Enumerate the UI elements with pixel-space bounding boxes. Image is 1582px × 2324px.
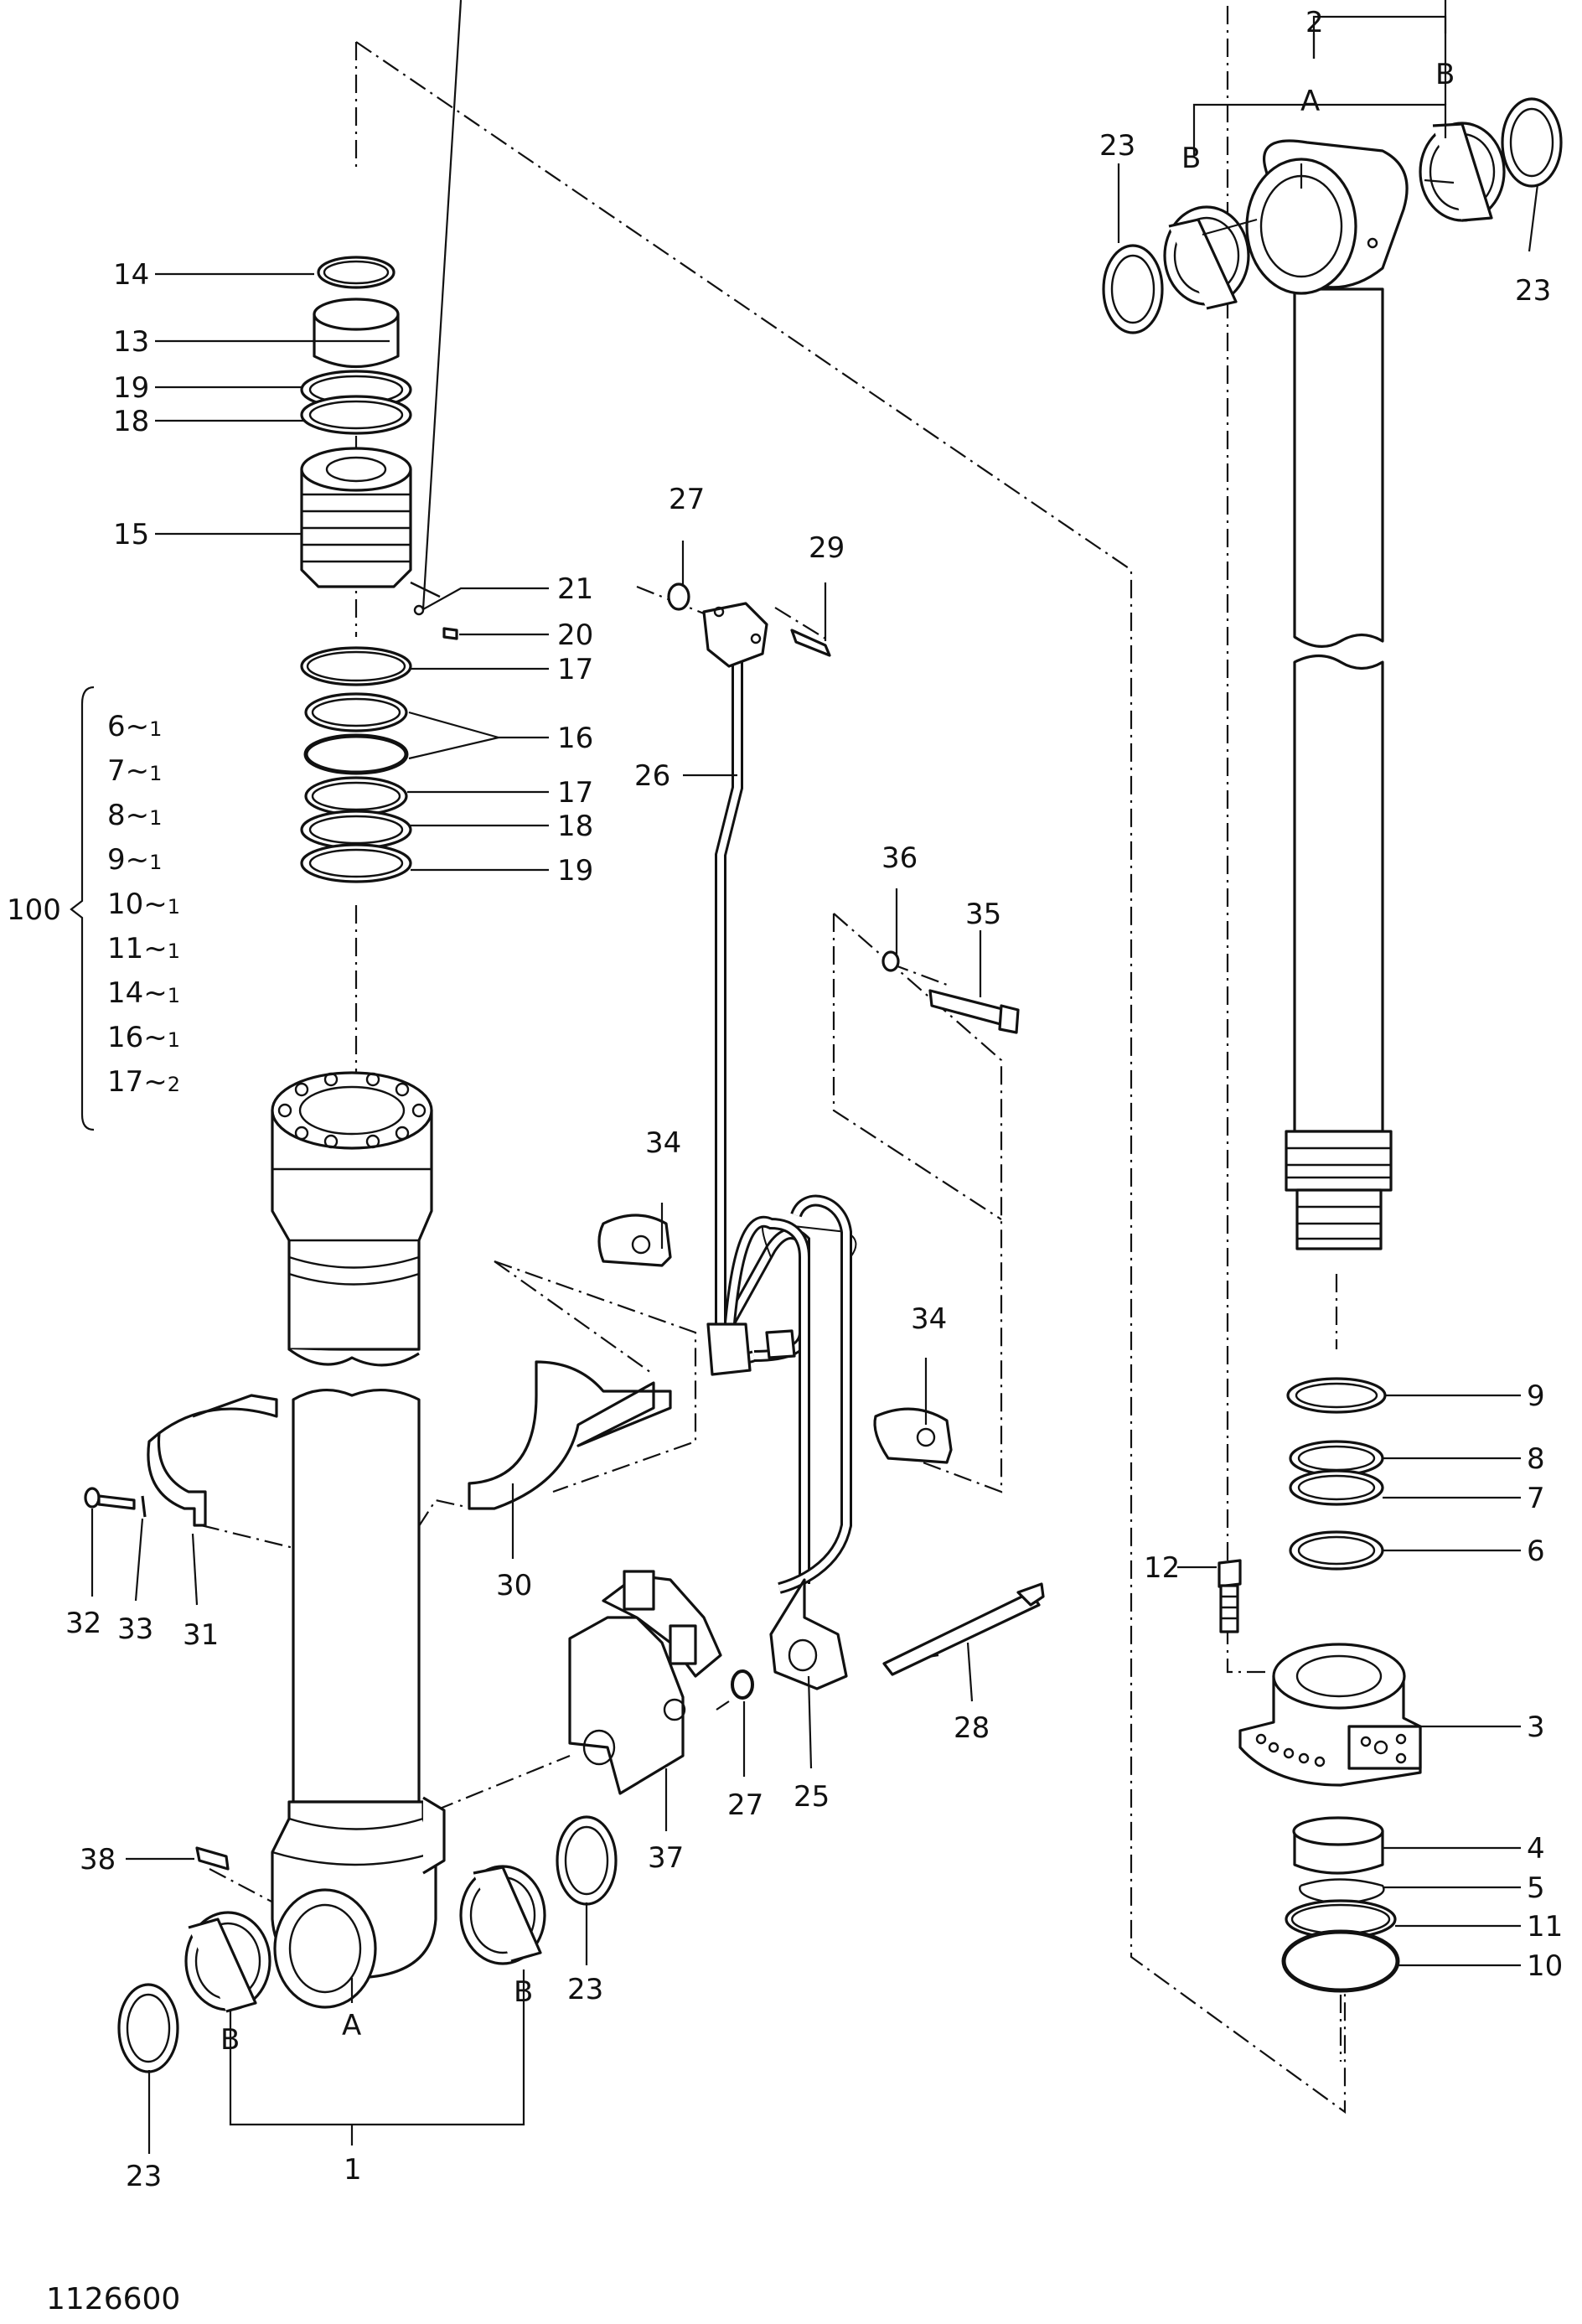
kit-item-16: 16~1 <box>107 1021 180 1054</box>
callout-23-bottom-left: 23 <box>126 2160 162 2193</box>
kit-bracket <box>70 686 95 1131</box>
kit-number: 100 <box>7 893 61 927</box>
callout-28: 28 <box>954 1711 990 1745</box>
kit-item-17: 17~2 <box>107 1065 180 1099</box>
callout-13: 13 <box>113 325 149 359</box>
kit-item-10: 10~1 <box>107 888 180 921</box>
seal-rings-23-top <box>1102 97 1563 334</box>
callout-35: 35 <box>965 898 1001 931</box>
callout-b-bottom-left: B <box>220 2023 240 2057</box>
drawing-number: 1126600 <box>46 2282 180 2316</box>
kit-item-8: 8~1 <box>107 799 162 832</box>
callout-36: 36 <box>881 841 918 875</box>
callout-34-left: 34 <box>645 1126 681 1160</box>
callout-1: 1 <box>344 2153 362 2187</box>
callout-18-bottom: 18 <box>557 810 593 843</box>
callout-12: 12 <box>1144 1551 1180 1585</box>
relief-valve-block <box>195 1570 722 1871</box>
bolt-holes <box>277 1072 427 1149</box>
callout-33: 33 <box>117 1612 153 1646</box>
callout-31: 31 <box>183 1618 219 1652</box>
callout-27-top: 27 <box>669 483 705 516</box>
callout-20: 20 <box>557 619 593 652</box>
callout-2: 2 <box>1305 6 1324 39</box>
callout-b-bottom-right: B <box>514 1975 533 2009</box>
piston-stack <box>1218 1377 1422 1993</box>
callout-32: 32 <box>65 1607 101 1640</box>
kit-item-11: 11~1 <box>107 932 180 965</box>
callout-21: 21 <box>557 572 593 606</box>
callout-3: 3 <box>1527 1711 1545 1744</box>
kit-item-14: 14~1 <box>107 976 180 1010</box>
kit-item-6: 6~1 <box>107 710 162 743</box>
callout-29: 29 <box>809 531 845 565</box>
piston-rod <box>1163 122 1506 1250</box>
callout-15: 15 <box>113 518 149 551</box>
callout-10: 10 <box>1527 1949 1563 1983</box>
cylinder-tube <box>271 1071 446 2009</box>
leader-lines <box>90 0 1539 2154</box>
callout-17-a: 17 <box>557 653 593 686</box>
callout-b-top-right: B <box>1435 58 1455 91</box>
callout-18-top: 18 <box>113 405 149 438</box>
kit-item-9: 9~1 <box>107 843 162 877</box>
callout-34-right: 34 <box>911 1302 947 1336</box>
callout-25: 25 <box>794 1780 830 1814</box>
callout-labels: 14 13 19 18 15 21 20 17 16 17 18 19 27 2… <box>65 6 1563 2193</box>
piping-assembly <box>667 582 1045 1700</box>
callout-a-bottom: A <box>342 2009 361 2042</box>
callout-14: 14 <box>113 258 149 292</box>
seal-rings-23-bottom <box>117 1815 618 2073</box>
callout-4: 4 <box>1527 1832 1545 1866</box>
head-seal-stack <box>300 256 458 883</box>
callout-17-b: 17 <box>557 776 593 810</box>
callout-8: 8 <box>1527 1442 1545 1476</box>
callout-19-bottom: 19 <box>557 854 593 888</box>
seal-kit-list: 100 6~1 7~1 8~1 9~1 10~1 11~1 14~1 16~1 17~2 <box>7 710 180 1099</box>
callout-23-top-left: 23 <box>1099 129 1135 163</box>
callout-23-bottom-right: 23 <box>567 1973 603 2006</box>
callout-b-top-left: B <box>1181 142 1201 175</box>
callout-6: 6 <box>1527 1535 1545 1568</box>
callout-26: 26 <box>634 759 670 793</box>
callout-23-top-right: 23 <box>1515 274 1551 308</box>
callout-19-top: 19 <box>113 371 149 405</box>
callout-27-bottom: 27 <box>727 1788 763 1822</box>
callout-11: 11 <box>1527 1910 1563 1944</box>
callout-30: 30 <box>496 1569 532 1602</box>
callout-38: 38 <box>80 1843 116 1876</box>
kit-item-7: 7~1 <box>107 754 162 788</box>
callout-a-top: A <box>1300 85 1320 118</box>
callout-16: 16 <box>557 722 593 755</box>
callout-37: 37 <box>648 1841 684 1875</box>
callout-7: 7 <box>1527 1482 1545 1515</box>
callout-9: 9 <box>1527 1379 1545 1413</box>
callout-5: 5 <box>1527 1871 1545 1905</box>
pipe-clamps <box>84 950 1020 1527</box>
